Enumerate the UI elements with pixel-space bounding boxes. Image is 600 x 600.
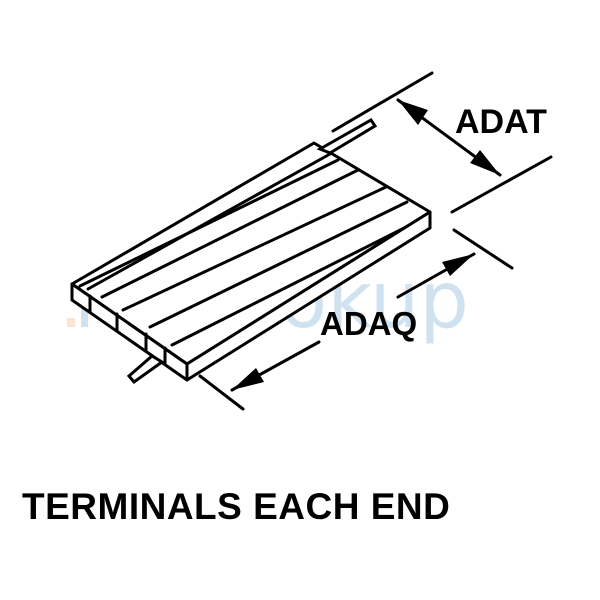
lamination-line bbox=[148, 200, 409, 329]
lamination-line bbox=[86, 152, 332, 291]
width-dimension bbox=[331, 71, 553, 214]
width-dimension-label: ADAT bbox=[455, 103, 547, 141]
lamination-line bbox=[170, 218, 422, 347]
arrowhead bbox=[470, 150, 500, 175]
terminal-block bbox=[70, 141, 432, 382]
length-dimension-label: ADAQ bbox=[320, 305, 417, 342]
front-terminal bbox=[126, 354, 165, 385]
terminal-wires bbox=[126, 118, 378, 385]
drawing-caption: TERMINALS EACH END bbox=[22, 486, 451, 527]
extension-line bbox=[452, 228, 514, 270]
watermark-accent-mark bbox=[67, 318, 75, 327]
back-terminal bbox=[316, 118, 378, 155]
lamination-line bbox=[121, 185, 388, 312]
extension-line bbox=[198, 374, 245, 411]
extension-line bbox=[331, 71, 434, 133]
block-right-face bbox=[185, 210, 432, 382]
arrowhead bbox=[442, 254, 474, 276]
arrowhead bbox=[398, 100, 428, 125]
length-dimension bbox=[198, 228, 514, 411]
arrowhead bbox=[232, 368, 264, 390]
extension-line bbox=[450, 155, 553, 214]
lamination-line bbox=[100, 168, 360, 299]
